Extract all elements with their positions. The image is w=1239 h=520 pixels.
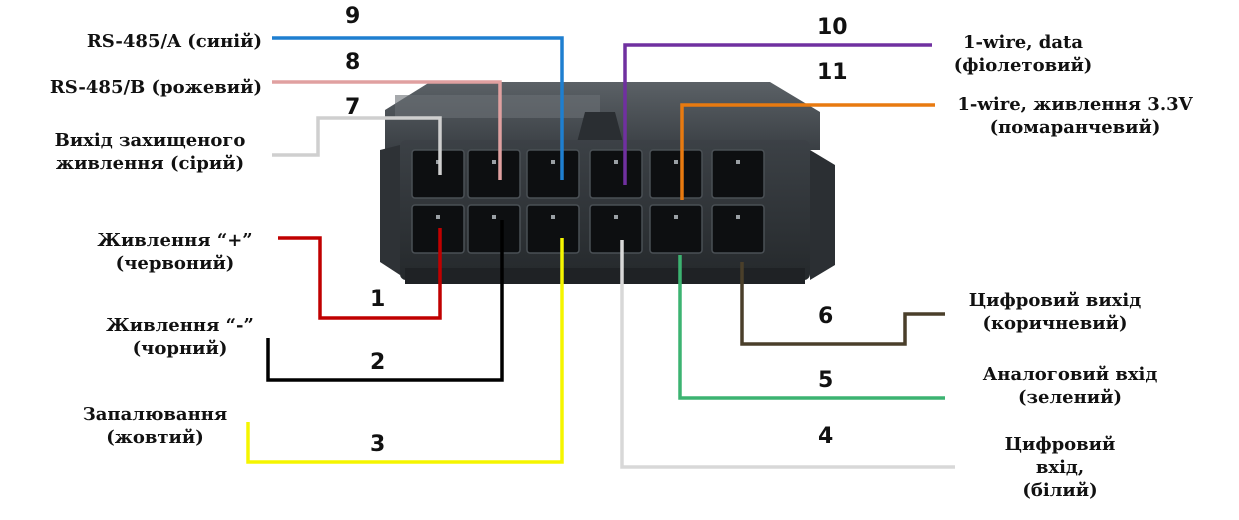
pin-contact (551, 160, 555, 164)
pin-cavity (526, 204, 580, 254)
wire-pin-2 (266, 220, 504, 382)
pin-number-8: 8 (345, 50, 361, 75)
label-digital-input: Цифровий вхід, (білий) (960, 433, 1160, 502)
pin-cavity (649, 204, 703, 254)
label-power-plus: Живлення “+” (червоний) (60, 229, 290, 275)
label-line: RS-485/A (синій) (86, 31, 262, 52)
label-line: (чорний) (132, 338, 228, 359)
pin-cavity (711, 149, 765, 199)
label-rs485-a: RS-485/A (синій) (87, 30, 262, 53)
pin-cavity (411, 204, 465, 254)
pin-contact (674, 215, 678, 219)
wire-pin-7 (272, 116, 442, 175)
pin-number-11: 11 (817, 60, 848, 85)
pin-cavity (467, 204, 521, 254)
pin-contact (674, 160, 678, 164)
label-line: Живлення “+” (97, 230, 253, 251)
label-line: Аналоговий вхід (982, 364, 1158, 385)
wire-pin-3 (246, 238, 564, 464)
label-line: (жовтий) (106, 427, 204, 448)
label-line: (фіолетовий) (953, 55, 1093, 76)
pin-contact (614, 160, 618, 164)
wires (246, 36, 955, 469)
label-ignition: Запалювання (жовтий) (45, 403, 265, 449)
label-1wire-data: 1-wire, data (фіолетовий) (918, 31, 1128, 77)
pin-number-1: 1 (370, 287, 386, 312)
pin-cavity (589, 149, 643, 199)
pin-cavity (649, 149, 703, 199)
pin-number-4: 4 (818, 424, 834, 449)
label-1wire-power: 1-wire, живлення 3.3V (помаранчевий) (930, 93, 1220, 139)
wire-pin-9 (272, 36, 564, 180)
label-line: вхід, (1035, 457, 1085, 478)
pin-number-3: 3 (370, 432, 386, 457)
label-line: RS-485/B (рожевий) (49, 77, 262, 98)
label-analog-input: Аналоговий вхід (зелений) (960, 363, 1180, 409)
label-digital-output: Цифровий вихід (коричневий) (945, 289, 1165, 335)
pin-number-9: 9 (345, 4, 361, 29)
label-line: Запалювання (82, 404, 228, 425)
label-power-minus: Живлення “-” (чорний) (75, 314, 285, 360)
pin-contact (551, 215, 555, 219)
label-line: (білий) (1022, 480, 1098, 501)
wire-pin-1 (278, 228, 442, 320)
pin-contact (436, 215, 440, 219)
label-line: живлення (сірий) (55, 153, 245, 174)
pin-cavity (526, 149, 580, 199)
label-line: Цифровий вихід (968, 290, 1142, 311)
wire-pin-10 (623, 43, 932, 185)
wire-pin-4 (620, 240, 955, 469)
pin-contact (436, 160, 440, 164)
pin-contact (492, 160, 496, 164)
label-line: (зелений) (1018, 387, 1122, 408)
label-line: (помаранчевий) (989, 117, 1161, 138)
pin-cavity (711, 204, 765, 254)
pin-number-10: 10 (817, 15, 848, 40)
wire-pin-5 (678, 255, 945, 400)
wire-pin-6 (740, 262, 945, 346)
pin-cavity (467, 149, 521, 199)
wire-pin-8 (272, 80, 502, 180)
label-protected-power: Вихід захищеного живлення (сірий) (30, 129, 270, 175)
pin-cavity (411, 149, 465, 199)
pin-cavity (589, 204, 643, 254)
pin-number-5: 5 (818, 368, 834, 393)
label-line: 1-wire, data (962, 32, 1084, 53)
label-line: Живлення “-” (106, 315, 254, 336)
pin-number-7: 7 (345, 95, 361, 120)
label-line: 1-wire, живлення 3.3V (957, 94, 1193, 115)
label-line: (коричневий) (982, 313, 1128, 334)
pin-contact (614, 215, 618, 219)
label-line: Вихід захищеного (54, 130, 246, 151)
label-rs485-b: RS-485/B (рожевий) (50, 76, 262, 99)
label-line: Цифровий (1004, 434, 1116, 455)
pin-number-6: 6 (818, 304, 834, 329)
pin-contact (492, 215, 496, 219)
label-line: (червоний) (115, 253, 235, 274)
pin-number-2: 2 (370, 350, 386, 375)
pin-contact (736, 160, 740, 164)
wire-pin-11 (680, 103, 935, 200)
pin-contact (736, 215, 740, 219)
pin-cavities (411, 149, 765, 254)
